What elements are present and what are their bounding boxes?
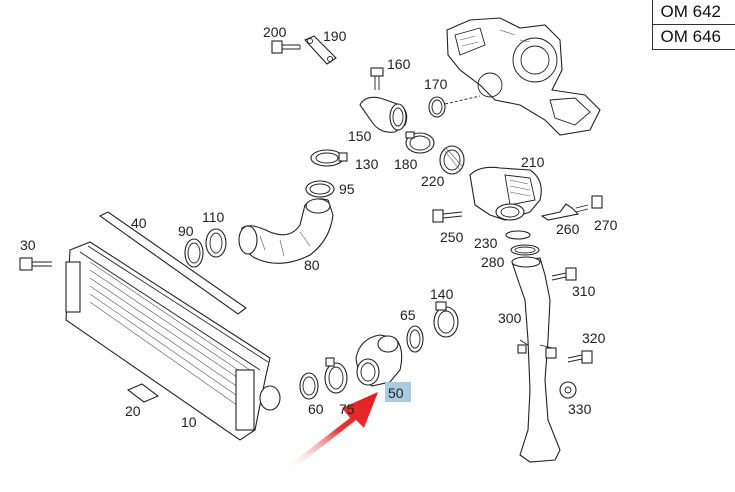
bolt-30 bbox=[19, 257, 52, 271]
label-110[interactable]: 110 bbox=[202, 209, 225, 225]
seal-ring-230 bbox=[505, 230, 531, 240]
clamp-140 bbox=[433, 301, 459, 338]
label-250[interactable]: 250 bbox=[440, 229, 464, 245]
charge-pipe-300 bbox=[511, 256, 561, 463]
bracket-190 bbox=[304, 35, 337, 65]
label-310[interactable]: 310 bbox=[572, 283, 596, 299]
clamp-130 bbox=[310, 149, 348, 167]
label-95[interactable]: 95 bbox=[339, 181, 355, 197]
strip-40 bbox=[98, 211, 247, 315]
bolt-160 bbox=[370, 67, 384, 90]
label-270[interactable]: 270 bbox=[594, 217, 618, 233]
sleeve-220 bbox=[439, 145, 465, 175]
elbow-pipe-150 bbox=[359, 96, 408, 133]
label-220[interactable]: 220 bbox=[421, 173, 445, 189]
label-230[interactable]: 230 bbox=[474, 235, 498, 251]
label-50[interactable]: 50 bbox=[388, 385, 404, 401]
label-330[interactable]: 330 bbox=[568, 401, 592, 417]
label-75[interactable]: 75 bbox=[339, 401, 355, 417]
seal-ring-95 bbox=[305, 180, 335, 198]
seal-ring-280 bbox=[510, 244, 540, 256]
label-210[interactable]: 210 bbox=[521, 154, 545, 170]
label-300[interactable]: 300 bbox=[498, 310, 522, 326]
label-20[interactable]: 20 bbox=[125, 403, 141, 419]
label-60[interactable]: 60 bbox=[308, 401, 324, 417]
clamp-110 bbox=[205, 228, 227, 258]
label-260[interactable]: 260 bbox=[556, 221, 580, 237]
bolt-310 bbox=[551, 267, 577, 281]
clamp-180 bbox=[405, 131, 435, 154]
bolt-200 bbox=[271, 40, 301, 54]
bracket-260 bbox=[540, 203, 580, 221]
label-190[interactable]: 190 bbox=[323, 28, 347, 44]
intercooler-10 bbox=[65, 241, 281, 441]
label-10[interactable]: 10 bbox=[181, 414, 197, 430]
seal-ring-60 bbox=[299, 372, 319, 400]
engine-code-table: OM 642 OM 646 bbox=[651, 0, 735, 50]
label-80[interactable]: 80 bbox=[304, 257, 320, 273]
washer-330 bbox=[559, 381, 577, 399]
label-40[interactable]: 40 bbox=[131, 215, 147, 231]
throttle-housing-210 bbox=[469, 166, 542, 221]
label-160[interactable]: 160 bbox=[387, 56, 411, 72]
seal-ring-90 bbox=[184, 238, 204, 268]
label-30[interactable]: 30 bbox=[20, 237, 36, 253]
part-labels: 200 190 160 170 150 130 180 210 220 95 4… bbox=[20, 24, 618, 430]
label-180[interactable]: 180 bbox=[394, 156, 418, 172]
highlight-box-50 bbox=[385, 382, 411, 402]
label-320[interactable]: 320 bbox=[582, 330, 606, 346]
bracket-20 bbox=[126, 383, 160, 403]
bolt-250 bbox=[432, 209, 463, 223]
label-170[interactable]: 170 bbox=[424, 76, 448, 92]
label-200[interactable]: 200 bbox=[263, 24, 287, 40]
red-arrow bbox=[285, 392, 378, 470]
bolt-270 bbox=[575, 195, 603, 213]
elbow-pipe-50 bbox=[355, 334, 403, 387]
label-150[interactable]: 150 bbox=[348, 128, 372, 144]
label-140[interactable]: 140 bbox=[430, 286, 454, 302]
label-280[interactable]: 280 bbox=[481, 254, 505, 270]
label-90[interactable]: 90 bbox=[178, 223, 194, 239]
label-65[interactable]: 65 bbox=[400, 307, 416, 323]
seal-ring-170 bbox=[428, 95, 481, 118]
bolt-320 bbox=[567, 350, 593, 364]
hose-80 bbox=[238, 198, 334, 264]
engine-code-om642[interactable]: OM 642 bbox=[660, 2, 721, 21]
turbocharger-drawing bbox=[446, 17, 601, 136]
clamp-75 bbox=[324, 357, 348, 394]
label-130[interactable]: 130 bbox=[355, 156, 379, 172]
engine-code-om646[interactable]: OM 646 bbox=[652, 24, 735, 49]
seal-ring-65 bbox=[406, 325, 424, 353]
